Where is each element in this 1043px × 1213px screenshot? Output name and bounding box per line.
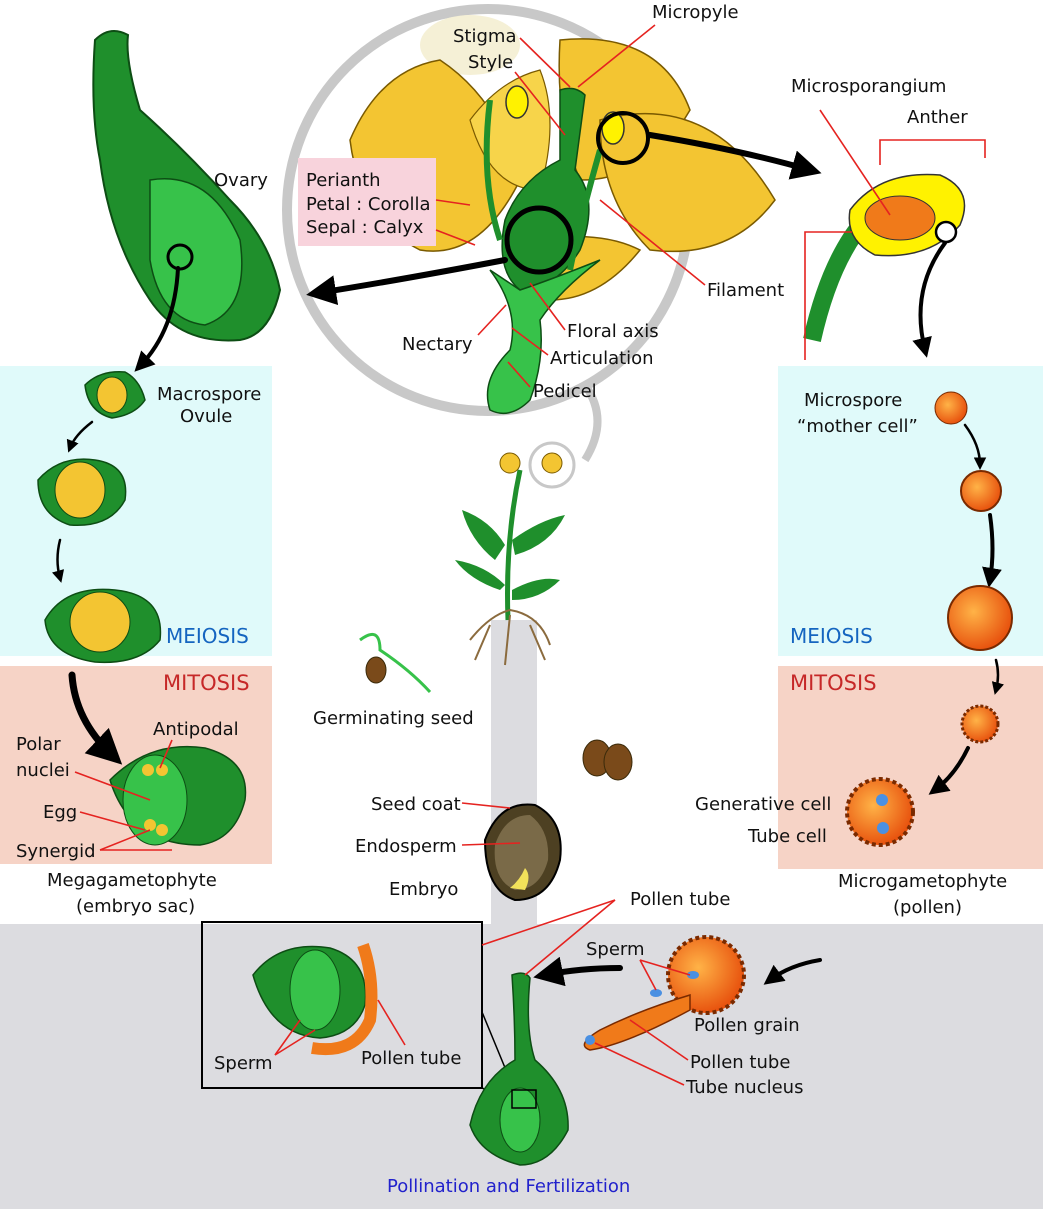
label-mitosis-right: MITOSIS [790, 671, 877, 695]
pollination-title: Pollination and Fertilization [387, 1176, 630, 1197]
label-pollen-tube-inset: Pollen tube [361, 1048, 461, 1069]
plant-illustration [455, 441, 576, 666]
perianth-box [298, 158, 436, 246]
label-meiosis-left: MEIOSIS [166, 624, 249, 648]
label-pollen: (pollen) [893, 897, 962, 918]
label-synergid: Synergid [16, 841, 96, 862]
label-ovule: Ovule [180, 406, 232, 427]
microspore-single [960, 704, 1000, 744]
inset-box [201, 921, 483, 1089]
ovary-illustration [92, 30, 282, 342]
ovule-stage-1 [84, 371, 146, 419]
label-filament: Filament [707, 280, 784, 301]
label-articulation: Articulation [550, 348, 654, 369]
microspore-tetrad [947, 585, 1013, 651]
inset-fertilization [252, 943, 378, 1056]
label-petal: Petal : Corolla [306, 194, 431, 215]
label-mitosis-left: MITOSIS [163, 671, 250, 695]
ovule-stage-3 [44, 588, 162, 664]
flower-pistil [483, 85, 650, 415]
label-sperm-right: Sperm [586, 939, 645, 960]
label-mother-cell: “mother cell” [797, 416, 918, 437]
label-embryo: Embryo [389, 879, 458, 900]
label-tube-nucleus: Tube nucleus [685, 1077, 803, 1098]
pollen-grain-mature [845, 777, 915, 847]
anther-illustration [803, 173, 966, 342]
label-embryo-sac: (embryo sac) [76, 896, 195, 917]
ovule-stage-2 [37, 458, 127, 527]
label-pollen-tube-top: Pollen tube [630, 889, 730, 910]
microspore-mother-cell [934, 391, 968, 425]
label-stigma: Stigma [453, 26, 516, 47]
label-antipodal: Antipodal [153, 719, 239, 740]
label-microsporangium: Microsporangium [791, 76, 946, 97]
label-polar: Polar [16, 734, 61, 755]
label-microgametophyte: Microgametophyte [838, 871, 1007, 892]
label-microspore: Microspore [804, 390, 902, 411]
label-macrospore: Macrospore [157, 384, 261, 405]
microspore-dyad [960, 470, 1002, 512]
label-micropyle: Micropyle [652, 2, 739, 23]
embryo-sac-illustration [109, 745, 247, 846]
seeds-pair [582, 739, 633, 781]
pistil-fertilization [469, 972, 569, 1166]
seed-cross-section [483, 803, 562, 902]
label-pollen-tube-right: Pollen tube [690, 1052, 790, 1073]
label-pollen-grain: Pollen grain [694, 1015, 800, 1036]
label-floral-axis: Floral axis [567, 321, 659, 342]
label-anther: Anther [907, 107, 968, 128]
label-seed-coat: Seed coat [371, 794, 461, 815]
label-meiosis-right: MEIOSIS [790, 624, 873, 648]
label-sperm-inset: Sperm [214, 1053, 273, 1074]
label-tube-cell: Tube cell [747, 826, 827, 847]
mitosis-band-right [778, 666, 1043, 869]
label-pedicel: Pedicel [533, 381, 597, 402]
label-endosperm: Endosperm [355, 836, 457, 857]
label-style: Style [468, 52, 513, 73]
label-nectary: Nectary [402, 334, 473, 355]
label-ovary: Ovary [214, 170, 268, 191]
label-nuclei: nuclei [16, 760, 70, 781]
label-egg: Egg [43, 802, 77, 823]
label-germinating-seed: Germinating seed [313, 708, 474, 729]
germinating-seed-illustration [359, 632, 432, 694]
label-megagametophyte: Megagametophyte [47, 870, 217, 891]
label-generative-cell: Generative cell [695, 794, 831, 815]
label-sepal: Sepal : Calyx [306, 217, 424, 238]
label-perianth: Perianth [306, 170, 381, 191]
